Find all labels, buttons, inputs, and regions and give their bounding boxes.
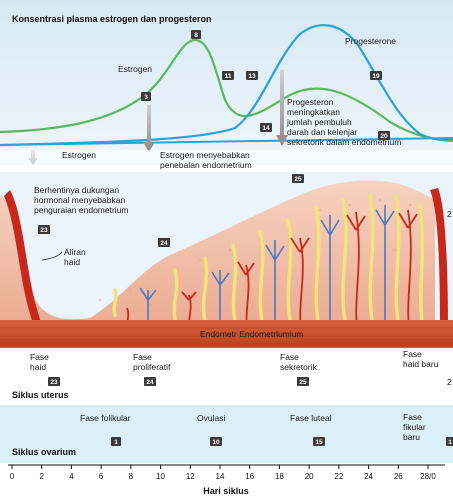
svg-text:8: 8 <box>194 32 198 39</box>
badge-phase-ovulation: 10 <box>210 437 222 446</box>
progesterone-note-line-1: Progesteron <box>287 97 334 107</box>
badge-3: 3 <box>141 92 151 101</box>
strip-estrogen-label: Estrogen <box>62 150 96 160</box>
badge-phase-proliferative: 24 <box>144 377 156 386</box>
svg-text:20: 20 <box>380 133 388 140</box>
phase-secretory-line-2: sekretorik <box>280 362 318 372</box>
strip-effect-line-1: Estrogen menyebabkan <box>160 150 250 160</box>
flow-label-line-1: Aliran <box>64 247 86 257</box>
strip-effect-label: Estrogen menyebabkan penebalan endometri… <box>160 150 252 170</box>
day-axis-title: Hari siklus <box>203 486 249 496</box>
withdrawal-note-line-2: hormonal menyebabkan <box>34 195 125 205</box>
badge-8: 8 <box>191 30 201 39</box>
badge-25-uterus: 25 <box>292 174 304 183</box>
day-tick-label: 4 <box>69 472 74 481</box>
phase-luteal-label: Fase luteal <box>290 413 332 423</box>
badge-14: 14 <box>260 123 272 132</box>
svg-text:3: 3 <box>144 94 148 101</box>
svg-text:15: 15 <box>315 439 323 446</box>
strip-effect-line-2: penebalan endometrium <box>160 160 252 170</box>
badge-phase-luteal: 15 <box>313 437 325 446</box>
progesterone-note-line-2: meningkatkan <box>287 107 340 117</box>
day-tick-label: 26 <box>394 472 403 481</box>
day-tick-label: 6 <box>99 472 104 481</box>
phase-new-follicular-line-1: Fase <box>403 412 422 422</box>
progesterone-note-line-3: jumlah pembuluh <box>286 117 352 127</box>
uterine-edge-badge: 2 <box>447 377 452 387</box>
day-tick-label: 20 <box>305 472 314 481</box>
uterus-edge-badge: 2 <box>447 209 452 219</box>
phase-menses-line-1: Fase <box>30 352 49 362</box>
svg-text:13: 13 <box>248 73 256 80</box>
phase-new-follicular-line-3: baru <box>403 432 420 442</box>
endometrium-label: Endometr Endometrlumium <box>200 329 303 339</box>
day-tick-label: 24 <box>364 472 373 481</box>
phase-secretory-line-1: Fase <box>280 352 299 362</box>
withdrawal-note-line-3: penguraian endometrium <box>34 205 129 215</box>
svg-text:25: 25 <box>299 379 307 386</box>
svg-text:23: 23 <box>40 227 48 234</box>
uterine-cycle-title: Siklus uterus <box>12 390 69 400</box>
ovarian-cycle-title: Siklus ovarium <box>12 447 76 457</box>
svg-text:1: 1 <box>114 439 118 446</box>
svg-text:25: 25 <box>294 176 302 183</box>
badge-ovarian-edge: 1 <box>446 437 453 446</box>
svg-text:11: 11 <box>225 73 232 80</box>
phase-follicular-label: Fase folikular <box>80 413 131 423</box>
badge-19: 19 <box>370 71 382 80</box>
svg-text:23: 23 <box>50 379 58 386</box>
day-tick-label: 28/0 <box>420 472 436 481</box>
day-tick-label: 16 <box>245 472 254 481</box>
svg-text:24: 24 <box>160 240 168 247</box>
badge-phase-menses: 23 <box>48 377 60 386</box>
day-tick-label: 10 <box>156 472 165 481</box>
day-tick-label: 12 <box>186 472 195 481</box>
svg-text:19: 19 <box>372 73 380 80</box>
day-tick-label: 0 <box>10 472 15 481</box>
day-tick-label: 22 <box>334 472 343 481</box>
day-tick-label: 14 <box>216 472 225 481</box>
phase-menses-line-2: haid <box>30 362 46 372</box>
hormone-panel-title: Konsentrasi plasma estrogen dan progeste… <box>12 14 212 24</box>
badge-20: 20 <box>378 131 390 140</box>
svg-text:14: 14 <box>262 125 270 132</box>
badge-11: 11 <box>222 71 234 80</box>
hormone-withdrawal-note: Berhentinya dukungan hormonal menyebabka… <box>34 185 129 215</box>
badge-13: 13 <box>246 71 258 80</box>
phase-new-menses-line-2: haid baru <box>403 359 439 369</box>
svg-text:10: 10 <box>212 439 220 446</box>
day-tick-label: 8 <box>129 472 134 481</box>
phase-proliferative-line-2: proliferatif <box>133 362 171 372</box>
phase-ovulation-label: Ovulasi <box>197 413 225 423</box>
day-tick-label: 2 <box>39 472 44 481</box>
withdrawal-note-line-1: Berhentinya dukungan <box>34 185 119 195</box>
day-tick-label: 18 <box>275 472 284 481</box>
phase-new-follicular-line-2: fikular <box>403 422 426 432</box>
progesterone-curve-label: Progesterone <box>345 36 396 46</box>
badge-23-uterus: 23 <box>38 225 50 234</box>
badge-phase-follicular: 1 <box>111 437 121 446</box>
badge-24-uterus: 24 <box>158 238 170 247</box>
svg-text:24: 24 <box>146 379 154 386</box>
flow-label-line-2: haid <box>64 257 80 267</box>
progesterone-note-line-4: darah dan kelenjar <box>287 127 358 137</box>
estrogen-curve-label: Estrogen <box>118 64 152 74</box>
phase-new-menses-line-1: Fase <box>403 349 422 359</box>
svg-text:1: 1 <box>448 439 452 446</box>
phase-proliferative-line-1: Fase <box>133 352 152 362</box>
badge-phase-secretory: 25 <box>297 377 309 386</box>
